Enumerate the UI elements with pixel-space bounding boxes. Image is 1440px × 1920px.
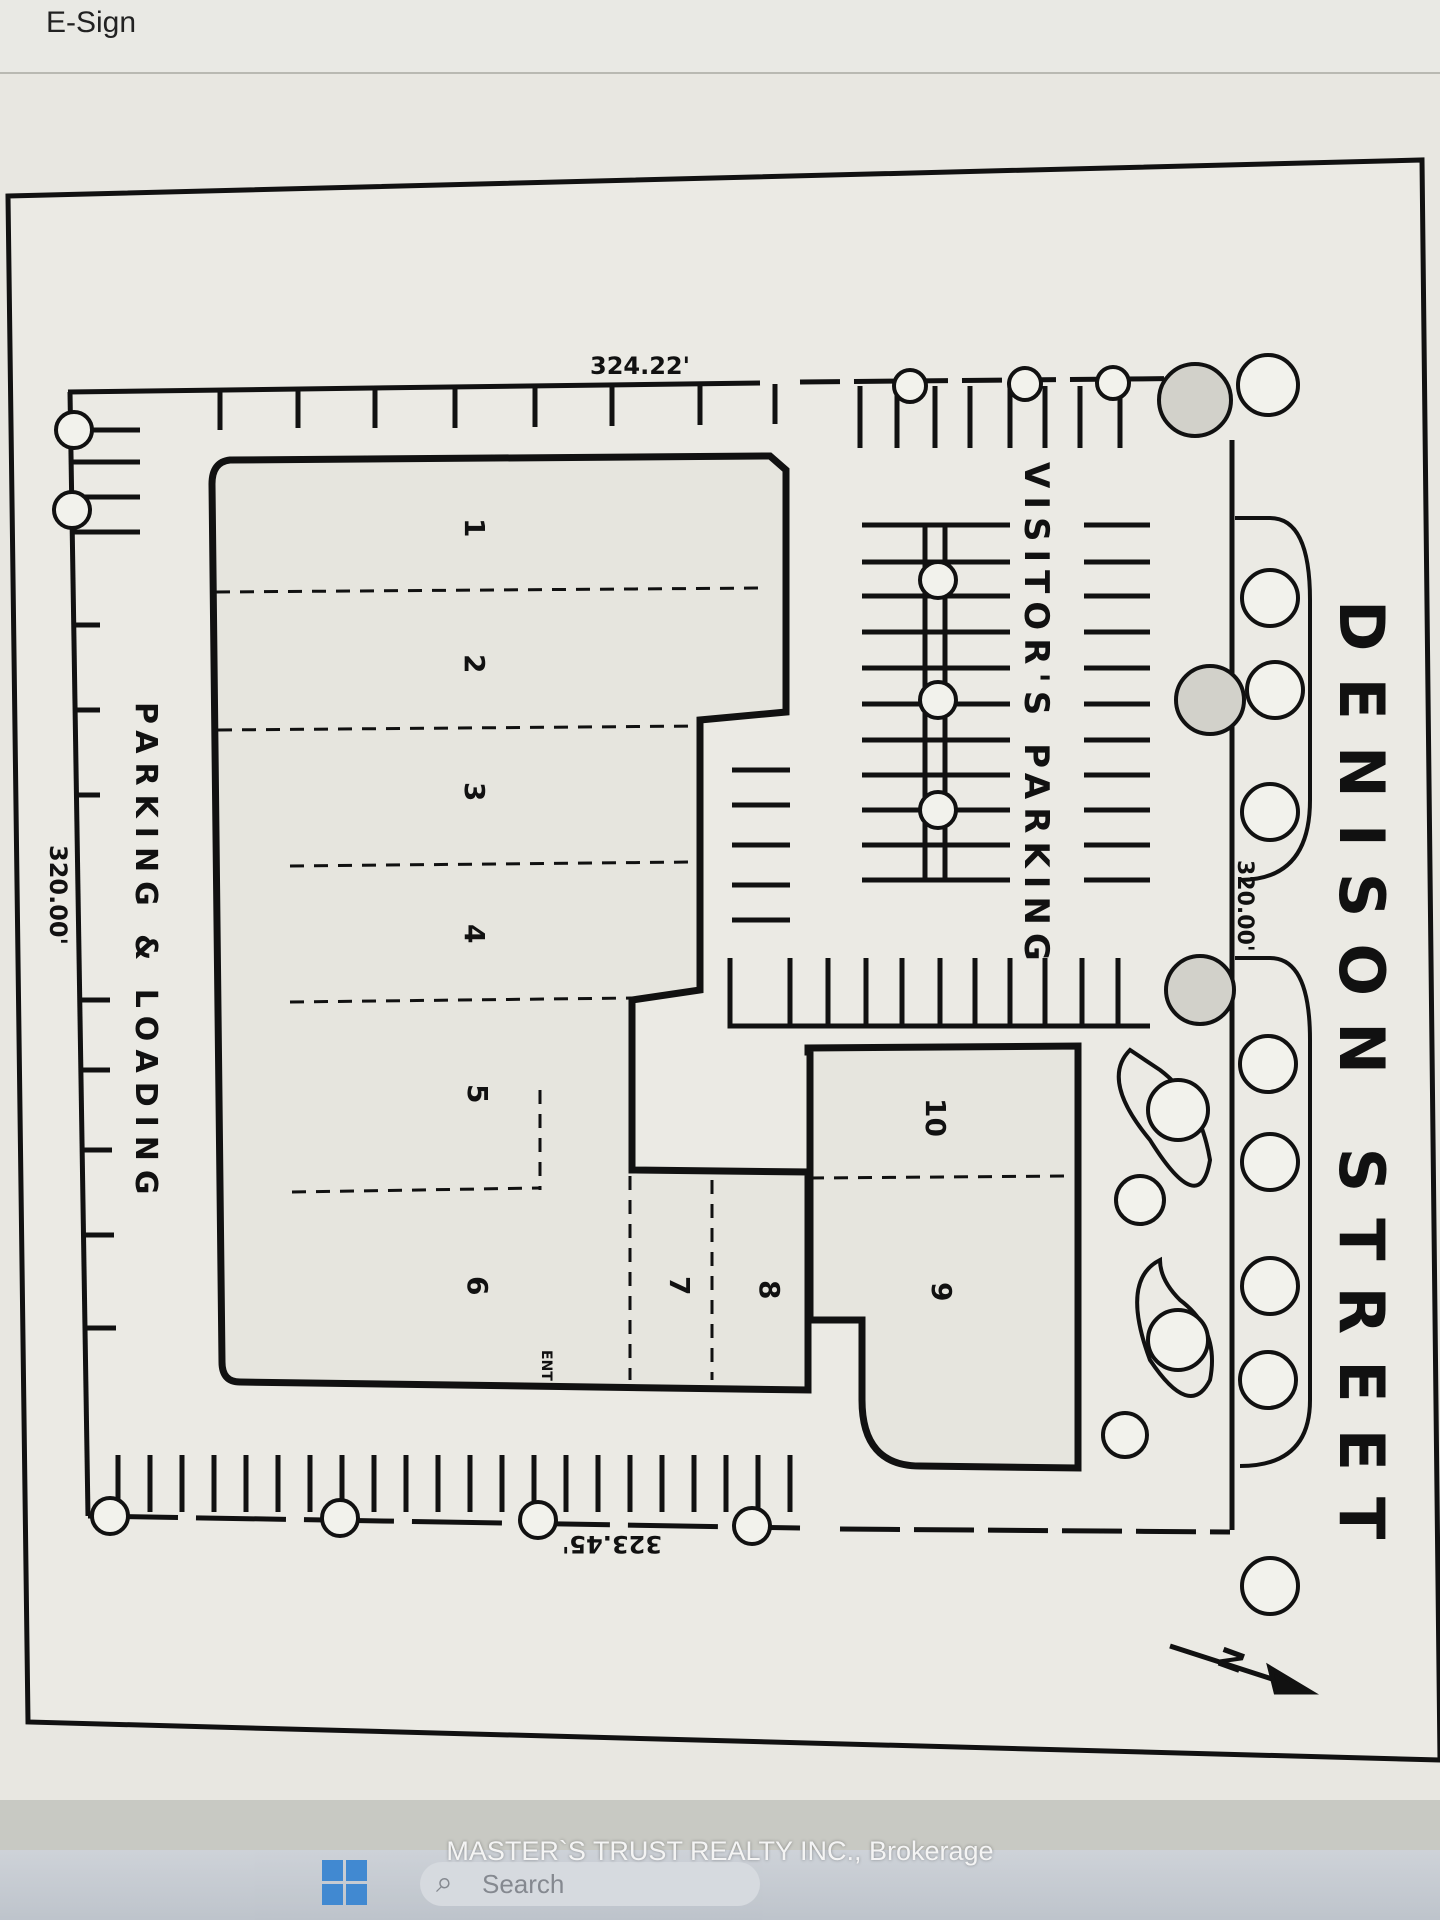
unit-number-9: 9 (925, 1282, 958, 1301)
unit-number-2: 2 (458, 654, 491, 673)
dimension-south: 323.45' (562, 1530, 662, 1558)
windows-start-icon[interactable] (322, 1860, 368, 1906)
entry-label: ENT (538, 1350, 554, 1381)
street-name: DENISON STREET (1325, 600, 1398, 1565)
site-plan-sheet: N DENISON STREET VISITOR'S PARKING PARKI… (0, 74, 1440, 1920)
main-building (208, 452, 812, 1394)
taskbar-search[interactable]: ⌕ Search (420, 1862, 760, 1906)
brokerage-watermark: MASTER`S TRUST REALTY INC., Brokerage (446, 1836, 994, 1866)
unit-number-8: 8 (753, 1280, 786, 1299)
site-plan-drawing: N DENISON STREET VISITOR'S PARKING PARKI… (0, 157, 1440, 1920)
search-placeholder: Search (482, 1869, 565, 1899)
unit-number-4: 4 (458, 924, 491, 943)
unit-number-10: 10 (919, 1098, 952, 1137)
visitor-parking-label: VISITOR'S PARKING (1016, 462, 1056, 969)
visitor-lot-edge (727, 958, 1150, 1029)
title-bar: E-Sign (0, 0, 1440, 74)
trees (52, 353, 1305, 1616)
search-icon: ⌕ (436, 1866, 453, 1899)
unit-number-6: 6 (461, 1276, 494, 1295)
parking-loading-label: PARKING & LOADING (128, 702, 163, 1204)
unit-number-7: 7 (663, 1276, 696, 1295)
dimension-east: 320.00' (1232, 860, 1257, 952)
window-title: E-Sign (46, 6, 137, 39)
unit-number-3: 3 (458, 782, 491, 801)
unit-number-5: 5 (461, 1084, 494, 1103)
unit-9-10-divider (809, 1174, 1073, 1180)
unit-dividers (215, 586, 766, 1380)
east-building (804, 1042, 1082, 1472)
taskbar: ⌕ Search (0, 1850, 1440, 1920)
dimension-north: 324.22' (590, 352, 690, 380)
unit-numbers: 1 2 3 4 5 6 7 8 9 10 (458, 518, 958, 1301)
north-arrow (1169, 1643, 1320, 1695)
dimension-west: 320.00' (44, 845, 72, 945)
property-lines (67, 375, 1235, 1535)
north-parking-ticks (217, 384, 1123, 448)
unit-number-1: 1 (458, 518, 491, 537)
